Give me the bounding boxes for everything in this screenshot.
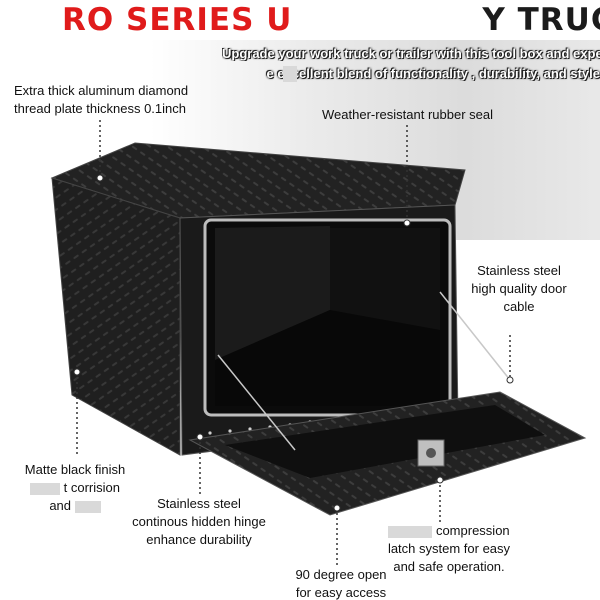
latch-icon — [417, 439, 445, 467]
blurred-word — [74, 500, 101, 513]
title-part-dark: Y TRUCK BOX — [482, 2, 600, 38]
interior-floor — [215, 310, 440, 406]
callout-latch: compression latch system for easy and sa… — [387, 523, 511, 574]
door-cable-right — [439, 291, 511, 381]
interior-back-wall — [215, 226, 330, 360]
callout-seal: Weather-resistant rubber seal — [322, 107, 494, 122]
callout-finish: Matte black finish t corrision and — [24, 462, 126, 513]
door-cable-left — [217, 354, 296, 451]
blurred-word — [388, 525, 433, 538]
subtitle-blurred-patch — [283, 66, 297, 82]
door-inner-tray — [225, 405, 545, 478]
callout-door: 90 degree open for easy access — [295, 567, 387, 600]
box-side-panel — [51, 177, 181, 456]
blurred-word — [30, 482, 60, 495]
subtitle-line-2: e excellent blend of functionality , dur… — [266, 66, 600, 81]
title-part-red: RO SERIES U — [62, 2, 293, 38]
subtitle-line-1: Upgrade your work truck or trailer with … — [222, 46, 600, 61]
product-title: RO SERIES U Y TRUCK BOX — [62, 0, 600, 40]
callout-dots — [73, 174, 514, 512]
callout-cable: Stainless steel high quality door cable — [471, 263, 567, 314]
callout-hinge: Stainless steel continous hidden hinge e… — [132, 496, 266, 547]
latch-key-icon — [426, 448, 436, 458]
callout-aluminum: Extra thick aluminum diamond thread plat… — [14, 83, 189, 116]
callout-leader-lines — [76, 120, 511, 565]
